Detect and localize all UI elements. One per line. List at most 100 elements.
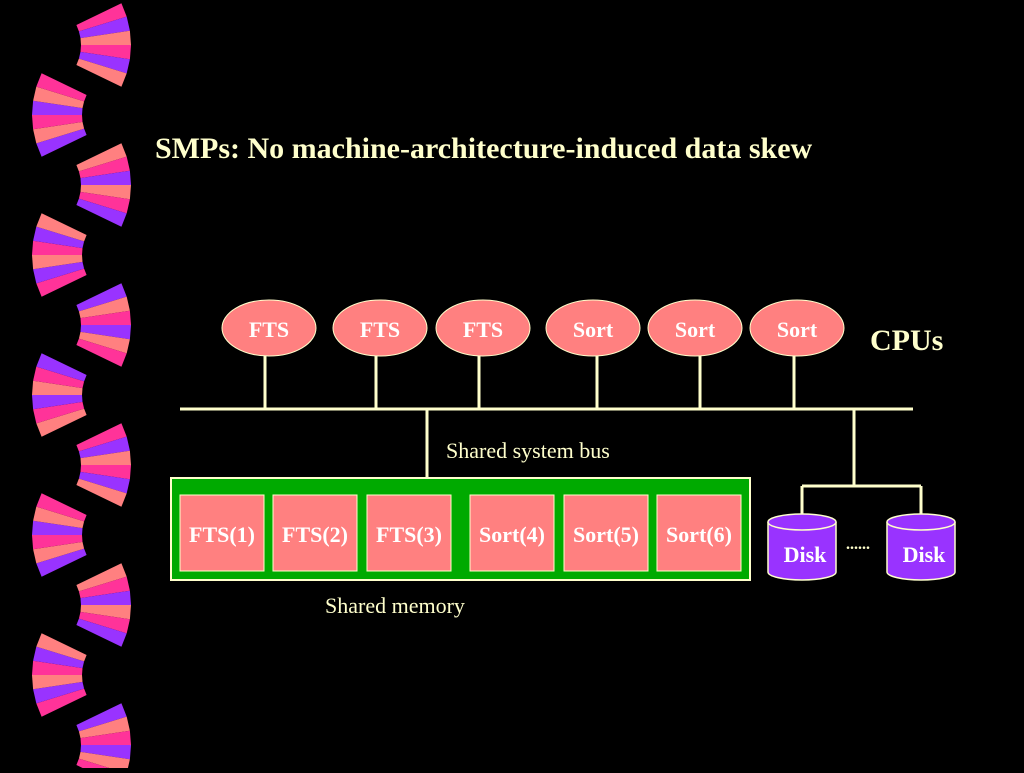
disk-bus-connectors — [800, 409, 923, 515]
memory-block: Sort(6) — [656, 494, 742, 572]
ribbon-segment — [76, 198, 127, 227]
cpu-label: FTS — [360, 317, 400, 342]
ribbon-segment — [36, 213, 87, 242]
memory-block: FTS(3) — [366, 494, 452, 572]
disk: Disk — [767, 513, 837, 581]
cpu-label: Sort — [777, 317, 818, 342]
ribbon-segment — [78, 611, 130, 634]
ribbon-segment — [76, 423, 127, 452]
memory-blocks: FTS(1) FTS(2) FTS(3) Sort(4) Sort(5) Sor… — [179, 494, 742, 572]
shared-memory-box — [170, 477, 751, 581]
ribbon-segment — [32, 255, 83, 270]
ribbon-segment — [80, 170, 131, 185]
memory-block: FTS(2) — [272, 494, 358, 572]
ribbon-segment — [36, 353, 87, 382]
ribbon-segment — [76, 3, 127, 32]
ribbon-segment — [76, 338, 127, 367]
ribbon-segment — [80, 45, 131, 60]
ribbon-segment — [78, 156, 130, 179]
cpu-node: Sort — [749, 299, 845, 357]
ribbon-segment — [76, 58, 127, 87]
memory-block: FTS(1) — [179, 494, 265, 572]
ribbon-segment — [78, 716, 130, 739]
decorative-ribbon — [32, 3, 131, 773]
ribbon-segment — [76, 703, 127, 732]
cpu-label: FTS — [463, 317, 503, 342]
ribbon-segment — [36, 548, 87, 577]
memory-block-label: Sort(4) — [479, 522, 545, 547]
disk-label: Disk — [903, 542, 947, 567]
ribbon-segment — [36, 128, 87, 157]
ribbon-segment — [33, 541, 85, 564]
ribbon-segment — [36, 493, 87, 522]
cpu-node: FTS — [435, 299, 531, 357]
ribbon-segment — [80, 30, 131, 45]
ribbon-segment — [33, 646, 85, 669]
ribbon-segment — [76, 563, 127, 592]
ribbon-segment — [78, 436, 130, 459]
cpu-label: Sort — [573, 317, 614, 342]
memory-block-label: Sort(6) — [666, 522, 732, 547]
memory-block-label: FTS(2) — [282, 522, 348, 547]
disk: Disk — [886, 513, 956, 581]
ribbon-segment — [78, 331, 130, 354]
ribbon-segment — [32, 100, 83, 115]
disk-ellipsis: ...... — [846, 536, 870, 553]
ribbon-segment — [33, 121, 85, 144]
ribbon-segment — [78, 296, 130, 319]
cpu-node: Sort — [545, 299, 641, 357]
cpu-node: FTS — [332, 299, 428, 357]
ribbon-segment — [80, 185, 131, 200]
slide-title: SMPs: No machine-architecture-induced da… — [155, 132, 813, 165]
ribbon-segment — [36, 633, 87, 662]
ribbon-segment — [32, 535, 83, 550]
ribbon-segment — [32, 675, 83, 690]
ribbon-segment — [32, 520, 83, 535]
ribbon-segment — [33, 86, 85, 109]
cpu-nodes: FTS FTS FTS Sort Sort Sort — [221, 299, 845, 357]
ribbon-segment — [78, 16, 130, 39]
ribbon-segment — [33, 261, 85, 284]
ribbon-segment — [33, 226, 85, 249]
ribbon-segment — [32, 660, 83, 675]
ribbon-segment — [80, 590, 131, 605]
memory-block-label: FTS(3) — [376, 522, 442, 547]
ribbon-segment — [32, 115, 83, 130]
ribbon-segment — [78, 191, 130, 214]
ribbon-segment — [33, 681, 85, 704]
ribbon-segment — [32, 240, 83, 255]
ribbon-segment — [80, 325, 131, 340]
ribbon-segment — [80, 730, 131, 745]
ribbon-segment — [80, 745, 131, 760]
memory-block: Sort(4) — [469, 494, 555, 572]
cpu-label: FTS — [249, 317, 289, 342]
memory-block-label: FTS(1) — [189, 522, 255, 547]
ribbon-segment — [80, 465, 131, 480]
bus-label: Shared system bus — [446, 438, 610, 463]
ribbon-segment — [32, 395, 83, 410]
disk-label: Disk — [784, 542, 828, 567]
ribbon-segment — [76, 478, 127, 507]
ribbon-segment — [80, 450, 131, 465]
ribbon-segment — [36, 268, 87, 297]
ribbon-segment — [80, 605, 131, 620]
cpu-label: Sort — [675, 317, 716, 342]
memory-label: Shared memory — [325, 593, 465, 618]
cpu-node: Sort — [647, 299, 743, 357]
ribbon-segment — [78, 471, 130, 494]
ribbon-segment — [80, 310, 131, 325]
memory-block-label: Sort(5) — [573, 522, 639, 547]
ribbon-segment — [76, 618, 127, 647]
cpu-node: FTS — [221, 299, 317, 357]
ribbon-segment — [33, 401, 85, 424]
ribbon-segment — [33, 506, 85, 529]
cpus-label: CPUs — [870, 324, 943, 357]
ribbon-segment — [78, 576, 130, 599]
cpu-bus-connectors — [263, 356, 796, 409]
ribbon-segment — [32, 380, 83, 395]
memory-block: Sort(5) — [563, 494, 649, 572]
ribbon-segment — [78, 51, 130, 74]
ribbon-segment — [76, 283, 127, 312]
